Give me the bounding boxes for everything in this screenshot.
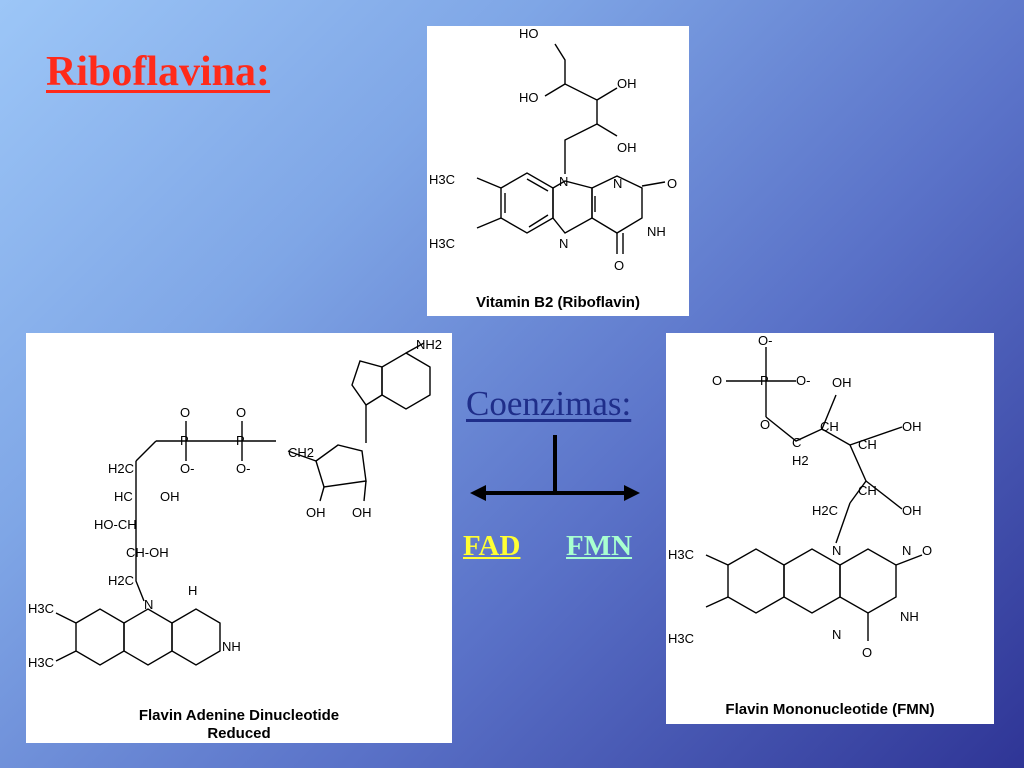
n5-label: N	[559, 236, 568, 251]
fmn-structure-panel: O- O P O- O OH CH OH C H2 CH CH OH H2C N…	[666, 333, 994, 724]
fad-caption-line1: Flavin Adenine Dinucleotide	[138, 707, 340, 724]
fad-h3c-label-1: H3C	[28, 601, 54, 616]
methyl-label-b: H3C	[429, 236, 455, 251]
fmn-nh-label: NH	[900, 609, 919, 624]
fmn-ch-label-1: CH	[820, 419, 839, 434]
ho-left-label: HO	[519, 90, 539, 105]
fmn-o-label-2: O	[760, 417, 770, 432]
slide-title: Riboflavina:	[46, 49, 271, 95]
fad-hoch-label: HO-CH	[94, 517, 137, 532]
fad-structure-panel: NH2 O O P P O- O- CH2 H2C HC OH HO-CH CH…	[26, 333, 452, 743]
fad-ominus-label-1: O-	[180, 461, 194, 476]
fmn-ominus-right: O-	[796, 373, 810, 388]
fad-h3c-label-2: H3C	[28, 655, 54, 670]
fad-n10-label: N	[144, 597, 153, 612]
fad-structure-diagram: NH2 O O P P O- O- CH2 H2C HC OH HO-CH CH…	[28, 337, 442, 670]
n1-label: N	[613, 176, 622, 191]
fad-nh-label: NH	[222, 639, 241, 654]
fad-nh2-label: NH2	[416, 337, 442, 352]
fmn-c-label: C	[792, 435, 801, 450]
fmn-structure-diagram: O- O P O- O OH CH OH C H2 CH CH OH H2C N…	[668, 333, 932, 660]
fmn-oh-label-2: OH	[902, 419, 922, 434]
fmn-h3c-label-1: H3C	[668, 547, 694, 562]
riboflavin-caption: Vitamin B2 (Riboflavin)	[476, 294, 640, 311]
riboflavin-structure-panel: HO HO OH OH H3C H3C N N O NH N O Vitamin…	[427, 26, 689, 316]
fmn-label: FMN	[566, 530, 633, 562]
fad-caption-line2: Reduced	[207, 725, 271, 742]
oh-label-a: OH	[617, 76, 637, 91]
fmn-o-label-3: O	[922, 543, 932, 558]
fmn-h2-label: H2	[792, 453, 809, 468]
arrow-head-left	[470, 485, 486, 501]
fad-oh-label-3: OH	[352, 505, 372, 520]
fmn-o-label-4: O	[862, 645, 872, 660]
fad-h2c-label: H2C	[108, 461, 134, 476]
fmn-o-label-1: O	[712, 373, 722, 388]
fad-o-label-2: O	[236, 405, 246, 420]
fmn-caption: Flavin Mononucleotide (FMN)	[725, 701, 935, 718]
fmn-ominus-top: O-	[758, 333, 772, 348]
fmn-n1-label: N	[902, 543, 911, 558]
fad-ominus-label-2: O-	[236, 461, 250, 476]
fmn-n5-label: N	[832, 627, 841, 642]
fad-h2c-label-2: H2C	[108, 573, 134, 588]
fad-p-label-2: P	[236, 433, 245, 448]
fad-choh-label: CH-OH	[126, 545, 169, 560]
ho-top-label: HO	[519, 26, 539, 41]
fad-h-label: H	[188, 583, 197, 598]
fmn-n10-label: N	[832, 543, 841, 558]
fmn-oh-label-3: OH	[902, 503, 922, 518]
fad-label: FAD	[463, 530, 521, 562]
fmn-h2c-label: H2C	[812, 503, 838, 518]
arrow-head-right	[624, 485, 640, 501]
riboflavin-structure-diagram: HO HO OH OH H3C H3C N N O NH N O	[429, 26, 677, 273]
o2-label: O	[667, 176, 677, 191]
fad-oh-label-2: OH	[306, 505, 326, 520]
fmn-h3c-label-2: H3C	[668, 631, 694, 646]
fad-oh-label-1: OH	[160, 489, 180, 504]
oh-label-b: OH	[617, 140, 637, 155]
coenzimas-heading: Coenzimas:	[466, 384, 632, 423]
nh-label: NH	[647, 224, 666, 239]
fad-o-label-1: O	[180, 405, 190, 420]
o4-label: O	[614, 258, 624, 273]
fmn-ch-label-2: CH	[858, 437, 877, 452]
methyl-label-a: H3C	[429, 172, 455, 187]
fmn-ch-label-3: CH	[858, 483, 877, 498]
fmn-oh-label-1: OH	[832, 375, 852, 390]
fad-hc-label: HC	[114, 489, 133, 504]
fad-p-label-1: P	[180, 433, 189, 448]
branch-arrow-diagram	[470, 435, 640, 501]
fmn-p-label: P	[760, 373, 769, 388]
fad-ch2-label: CH2	[288, 445, 314, 460]
n10-label: N	[559, 174, 568, 189]
